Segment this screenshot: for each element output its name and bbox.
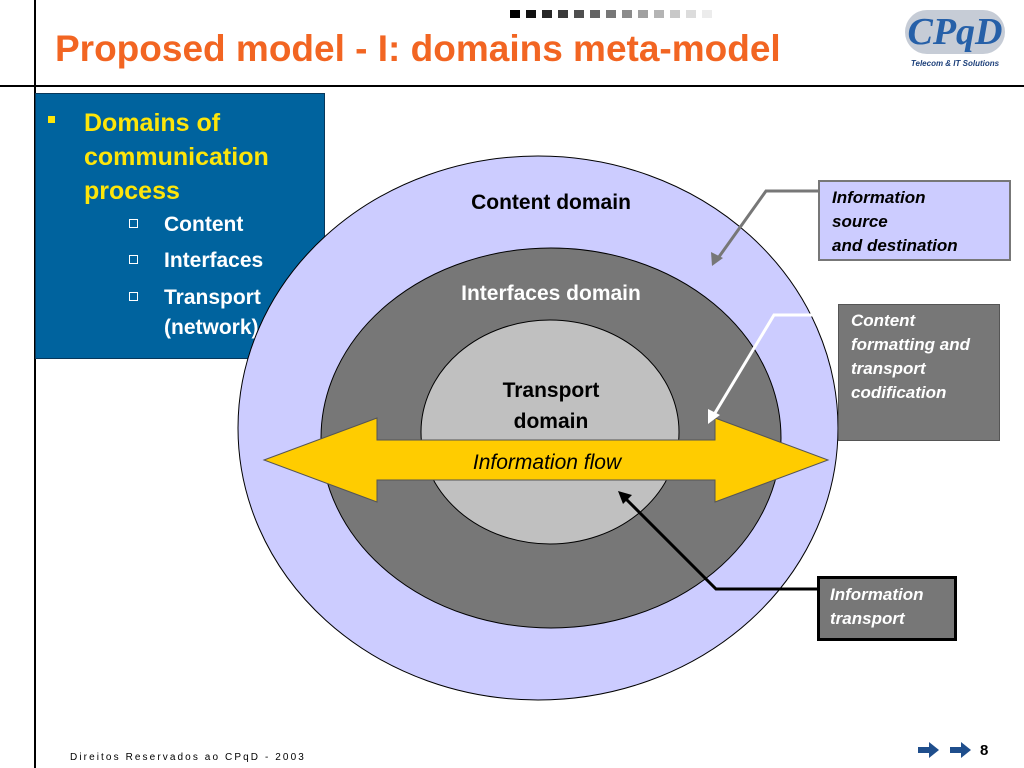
- sub-bullet-text: Interfaces: [164, 249, 264, 272]
- source-connector: [714, 189, 818, 262]
- sub-bullet-interfaces: Interfaces: [129, 246, 329, 276]
- sub-bullet-text: Content: [164, 213, 244, 236]
- transport-arrowhead: [618, 491, 632, 504]
- next-slide-arrow-icon[interactable]: [950, 741, 972, 759]
- content-domain-label: Content domain: [471, 191, 631, 214]
- logo-mark: CPqD: [905, 10, 1005, 54]
- bullet-main-text: Domains of communication process: [84, 109, 269, 205]
- page-number: 8: [980, 742, 989, 759]
- callout-source-destination: Information source and destination: [818, 180, 1011, 261]
- formatting-connector: [710, 313, 838, 419]
- bullet-square-icon: [48, 116, 55, 123]
- callout-information-transport: Information transport: [817, 576, 957, 641]
- previous-slide-arrow-icon[interactable]: [918, 741, 940, 759]
- page-title: Proposed model - I: domains meta-model: [55, 28, 781, 69]
- company-logo: CPqD Telecom & IT Solutions: [905, 10, 1005, 72]
- sub-bullet-transport: Transport (network): [129, 283, 329, 343]
- hollow-square-icon: [129, 219, 138, 228]
- source-arrowhead: [711, 252, 723, 266]
- information-flow-label: Information flow: [473, 451, 623, 474]
- callout-content-formatting: Content formatting and transport codific…: [838, 304, 1000, 441]
- hollow-square-icon: [129, 255, 138, 264]
- logo-tagline: Telecom & IT Solutions: [910, 59, 1000, 68]
- sub-bullet-text: Transport (network): [164, 286, 261, 339]
- transport-domain-ellipse: [420, 319, 680, 545]
- header-divider: [0, 85, 1024, 87]
- formatting-arrowhead: [708, 409, 720, 424]
- sub-bullet-content: Content: [129, 210, 329, 240]
- hollow-square-icon: [129, 292, 138, 301]
- transport-domain-label-line2: domain: [514, 410, 589, 433]
- left-vertical-rule: [34, 0, 36, 768]
- information-flow-arrow: [262, 417, 830, 503]
- decorative-dot-strip: [510, 10, 712, 18]
- transport-connector: [622, 495, 817, 591]
- bullet-main: Domains of communication process: [48, 106, 320, 208]
- bullet-panel: Domains of communication process Content…: [35, 93, 325, 359]
- interfaces-domain-label: Interfaces domain: [461, 282, 641, 305]
- transport-domain-label-line1: Transport: [503, 379, 600, 402]
- footer-copyright: Direitos Reservados ao CPqD - 2003: [70, 752, 306, 763]
